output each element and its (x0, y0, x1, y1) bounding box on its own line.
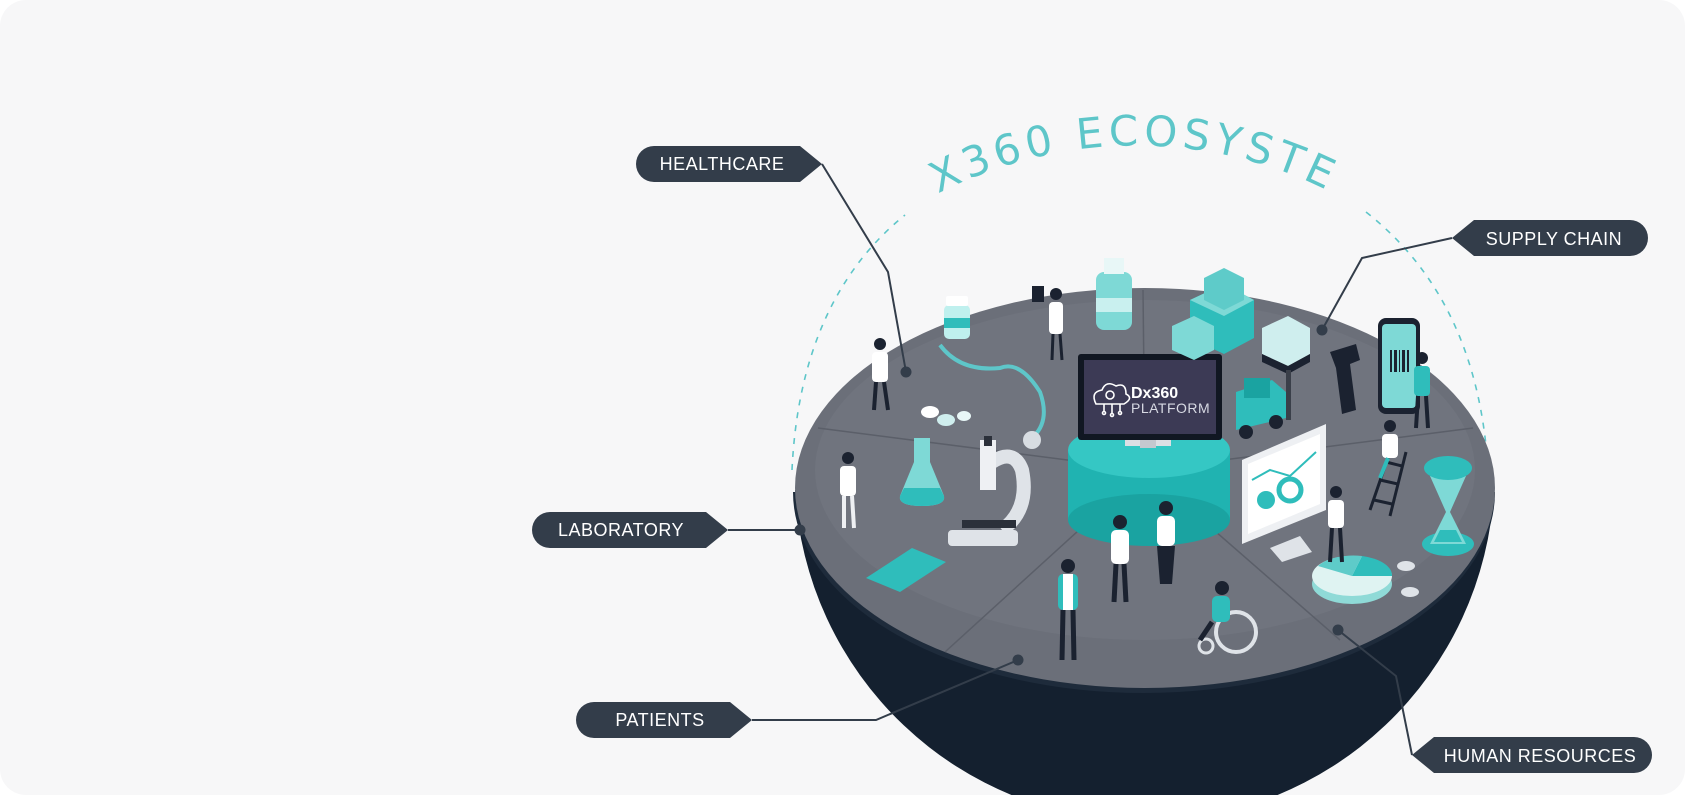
analyst-figure (1328, 486, 1344, 563)
doctor-figure (1032, 286, 1064, 361)
patients-illustrations (1058, 501, 1258, 661)
human-resources-connector (1337, 629, 1413, 756)
halo-arc-left (791, 214, 906, 471)
supply-chain-illustrations (1172, 268, 1430, 439)
medicine-bottle-icon (1096, 258, 1132, 330)
human-resources-tag[interactable]: HUMAN RESOURCES (1412, 737, 1652, 773)
pie-chart-icon (1312, 555, 1393, 604)
human-resources-illustrations (1242, 420, 1474, 604)
connector-dots (794, 324, 1344, 666)
laboratory-tag[interactable]: LABORATORY (532, 512, 728, 548)
pallet-boxes-icon (1262, 316, 1310, 374)
human-resources-label: HUMAN RESOURCES (1444, 746, 1637, 766)
pill-bottle-icon (944, 296, 970, 339)
healthcare-label: HEALTHCARE (660, 154, 785, 174)
patients-tag[interactable]: PATIENTS (576, 702, 752, 738)
hourglass-icon (1422, 456, 1474, 556)
patients-connector (752, 659, 1019, 721)
pills-icon (921, 406, 971, 426)
lab-technician-figure (840, 452, 856, 529)
healthcare-illustrations (872, 258, 1132, 449)
supply-chain-label: SUPPLY CHAIN (1486, 229, 1622, 249)
halo-arc-right (1365, 211, 1489, 471)
laboratory-dot (794, 524, 806, 536)
patients-dot (1012, 654, 1024, 666)
laboratory-label: LABORATORY (558, 520, 684, 540)
healthcare-connector (821, 163, 907, 373)
flask-icon (899, 438, 945, 506)
laboratory-illustrations (840, 436, 1031, 592)
barcode-scanner-icon (1330, 344, 1360, 414)
doctor-figure (872, 338, 890, 411)
platform-monitor: Dx360 PLATFORM (1078, 354, 1222, 448)
phone-icon (1378, 318, 1420, 414)
connectors (728, 163, 1453, 756)
lab-notebook-icon (866, 548, 946, 592)
wheelchair-icon (1197, 581, 1258, 655)
platform-rim (793, 491, 1495, 693)
warehouse-worker-figure (1414, 352, 1430, 429)
platform-subtitle: PLATFORM (1131, 400, 1210, 416)
supply-chain-tag[interactable]: SUPPLY CHAIN (1452, 220, 1648, 256)
boxes-icon (1172, 268, 1254, 360)
coins-icon (1397, 561, 1419, 597)
supply-chain-connector (1321, 237, 1453, 331)
platform-name: Dx360 (1131, 385, 1178, 402)
patients-label: PATIENTS (615, 710, 704, 730)
supply-chain-dot (1316, 324, 1328, 336)
stethoscope-chestpiece (1023, 431, 1041, 449)
healthcare-dot (900, 366, 912, 378)
cloud-gear-icon (1093, 382, 1131, 418)
stethoscope-icon (938, 343, 1046, 438)
microscope-icon (948, 436, 1031, 546)
healthcare-tag[interactable]: HEALTHCARE (636, 146, 822, 182)
human-resources-dot (1332, 624, 1344, 636)
handshake-figures (1111, 501, 1175, 603)
forklift-icon (1236, 370, 1291, 439)
worker-on-ladder-figure (1378, 420, 1398, 479)
analytics-monitor-icon (1242, 424, 1326, 562)
patient-figure (1058, 559, 1078, 661)
